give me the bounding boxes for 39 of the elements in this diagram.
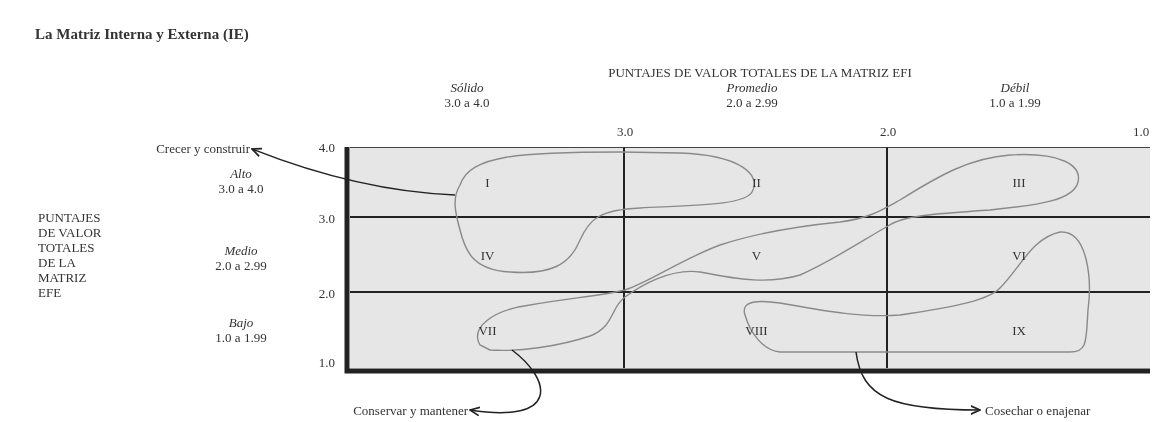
strategy-label: Cosechar o enajenar xyxy=(985,403,1091,418)
range-label: 2.0 a 2.99 xyxy=(726,95,778,110)
cell-number: I xyxy=(485,174,490,190)
region-outline xyxy=(743,231,1090,353)
range-label: 1.0 a 1.99 xyxy=(989,95,1041,110)
tick-label: 3.0 xyxy=(318,211,335,226)
arrow xyxy=(251,147,456,196)
cell-number: III xyxy=(1012,174,1026,190)
axis-title: PUNTAJES DE VALOR TOTALES DE LA MATRIZ EFE xyxy=(38,210,103,300)
cell-number: IV xyxy=(480,247,495,263)
strategy-label: Crecer y construir xyxy=(156,141,250,156)
cell-number: V xyxy=(751,247,762,263)
cell-number: VI xyxy=(1012,247,1026,263)
title: La Matriz Interna y Externa (IE) xyxy=(35,27,249,42)
range-label: 2.0 a 2.99 xyxy=(215,258,267,273)
axis-title: PUNTAJES DE VALOR TOTALES DE LA MATRIZ EFI xyxy=(608,65,912,80)
range-label: 3.0 a 4.0 xyxy=(444,95,490,110)
tick-label: 1.0 xyxy=(318,355,335,370)
range-name: Medio xyxy=(224,243,258,258)
arrow xyxy=(855,351,981,415)
cell-number: II xyxy=(752,174,761,190)
tick-label: 3.0 xyxy=(616,124,634,139)
cell-number: VIII xyxy=(745,322,768,338)
range-name: Promedio xyxy=(726,80,778,95)
region-outline xyxy=(476,153,1080,352)
cell-number: VII xyxy=(478,322,497,338)
strategy-label: Conservar y mantener xyxy=(353,403,468,418)
cell-number: IX xyxy=(1012,322,1026,338)
range-label: 1.0 a 1.99 xyxy=(215,330,267,345)
tick-label: 2.0 xyxy=(879,124,897,139)
range-label: 3.0 a 4.0 xyxy=(218,181,264,196)
range-name: Alto xyxy=(230,166,252,181)
tick-label: 1.0 xyxy=(1132,124,1150,139)
tick-label: 4.0 xyxy=(318,140,335,155)
range-name: Bajo xyxy=(228,315,254,330)
tick-label: 2.0 xyxy=(318,286,335,301)
range-name: Sólido xyxy=(450,80,484,95)
range-name: Débil xyxy=(1000,80,1030,95)
arrow xyxy=(469,349,542,417)
